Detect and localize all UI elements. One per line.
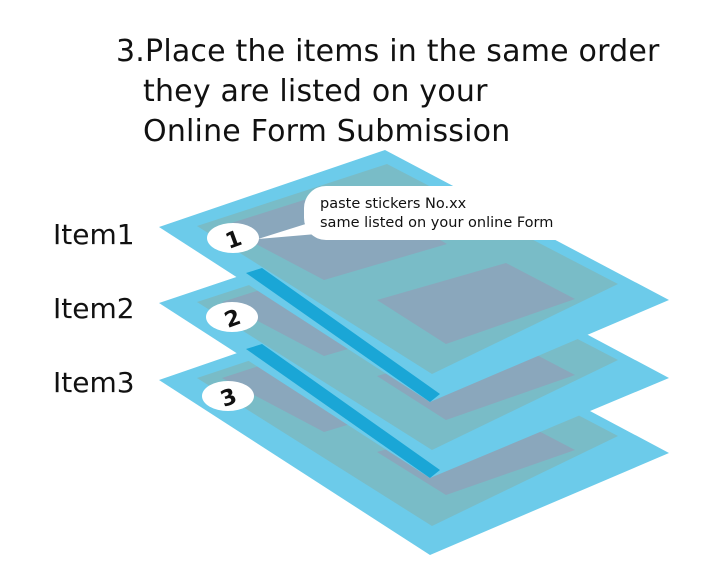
badge-2: 2 bbox=[206, 302, 258, 334]
instruction-title: 3.Place the items in the same order they… bbox=[116, 32, 660, 152]
callout-text: paste stickers No.xx same listed on your… bbox=[320, 195, 553, 233]
callout-box bbox=[304, 186, 586, 240]
badge-1-ellipse bbox=[207, 223, 259, 253]
callout-line-1: paste stickers No.xx bbox=[320, 196, 467, 212]
sheet-1-window-right bbox=[377, 263, 575, 344]
badge-2-ellipse bbox=[206, 302, 258, 332]
overlap-stripe-2-3 bbox=[246, 344, 440, 478]
title-line-2: they are listed on your bbox=[143, 74, 488, 109]
badge-3: 3 bbox=[202, 381, 254, 413]
badge-3-ellipse bbox=[202, 381, 254, 411]
callout-tail bbox=[258, 222, 340, 239]
callout-line-2: same listed on your online Form bbox=[320, 215, 554, 231]
callout-bubble bbox=[258, 186, 586, 240]
badge-1: 1 bbox=[207, 223, 259, 255]
item-label-2: Item2 bbox=[53, 292, 135, 325]
title-line-3: Online Form Submission bbox=[143, 114, 511, 149]
item-label-3: Item3 bbox=[53, 366, 135, 399]
title-line-1: 3.Place the items in the same order bbox=[116, 34, 660, 69]
overlap-stripe-1-2 bbox=[246, 268, 440, 402]
item-label-1: Item1 bbox=[53, 218, 135, 251]
